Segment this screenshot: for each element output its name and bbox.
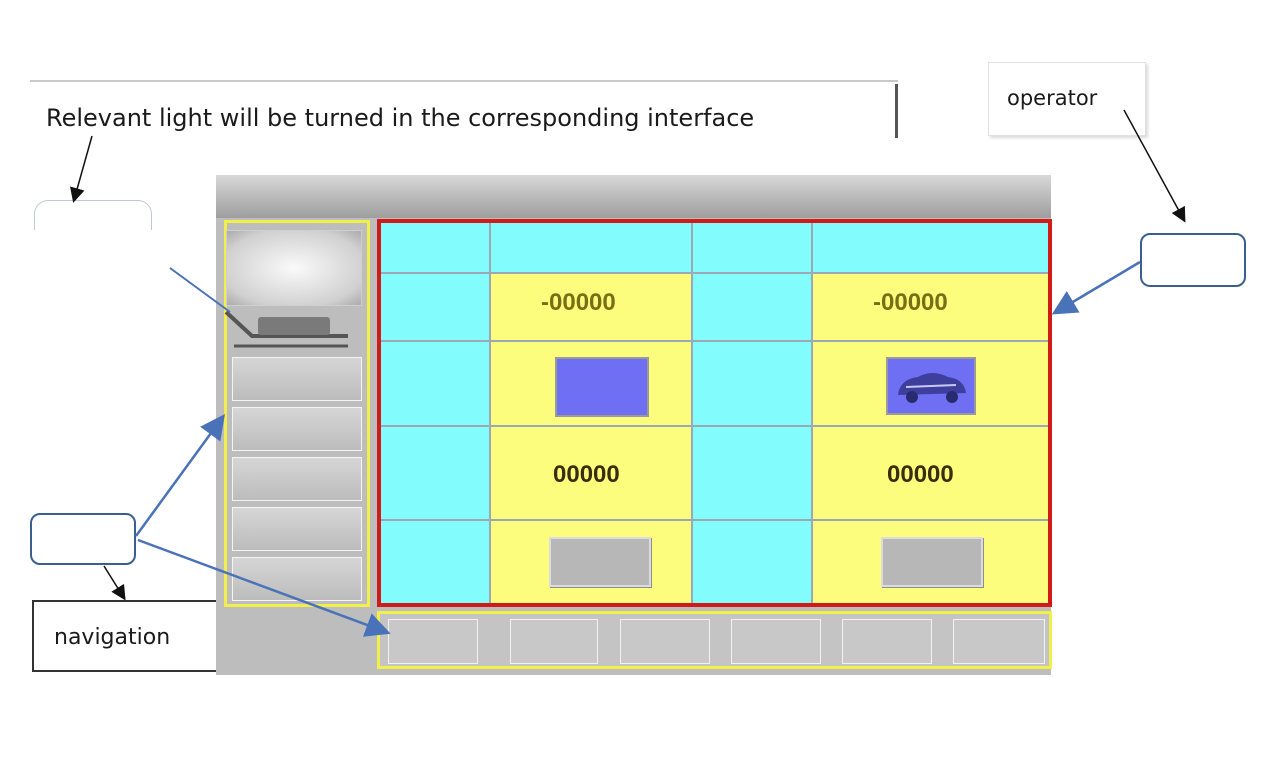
- blue-button-left[interactable]: [555, 357, 649, 417]
- blank-callout-right: [1140, 233, 1246, 287]
- left-cyan-column: [381, 273, 489, 603]
- arrow-bottom-bar: [137, 538, 391, 637]
- bottom-button-6[interactable]: [953, 619, 1045, 664]
- title-bar: [216, 175, 1051, 218]
- gray-button-right[interactable]: [881, 537, 983, 587]
- arrow-navigation: [103, 565, 126, 601]
- arrow-operator-area: [1051, 260, 1141, 315]
- nav-button-1[interactable]: [232, 357, 362, 401]
- nav-button-5[interactable]: [232, 557, 362, 601]
- blank-callout-top: [34, 200, 152, 230]
- grid-line: [381, 425, 1048, 427]
- arrow-caption: [70, 135, 93, 203]
- arrow-logo: [169, 267, 231, 313]
- operator-label: operator: [1007, 86, 1098, 110]
- car-icon: [898, 373, 966, 403]
- grid-line: [691, 223, 693, 603]
- laptop-icon[interactable]: [226, 230, 362, 306]
- grid-line: [811, 223, 813, 603]
- bottom-button-bar: [377, 611, 1052, 669]
- nav-button-4[interactable]: [232, 507, 362, 551]
- header-row: [381, 223, 1048, 273]
- nav-button-3[interactable]: [232, 457, 362, 501]
- caption-text: Relevant light will be turned in the cor…: [46, 104, 755, 132]
- caption-edge: [895, 84, 898, 138]
- operator-callout: [988, 62, 1146, 136]
- bottom-button-2[interactable]: [510, 619, 598, 664]
- readout-left-top: -00000: [541, 289, 616, 316]
- laptop-base-icon: [224, 310, 348, 348]
- gray-button-left[interactable]: [549, 537, 651, 587]
- readout-right-top: -00000: [873, 289, 948, 316]
- nav-button-2[interactable]: [232, 407, 362, 451]
- middle-cyan-column: [691, 273, 811, 603]
- blank-callout-left: [30, 513, 136, 565]
- grid-line: [381, 272, 1048, 274]
- bottom-button-5[interactable]: [842, 619, 932, 664]
- grid-line: [381, 519, 1048, 521]
- navigation-label: navigation: [54, 625, 171, 650]
- grid-line: [381, 340, 1048, 342]
- navigation-callout: [32, 600, 230, 672]
- navigation-panel: [224, 220, 370, 607]
- readout-right-bottom: 00000: [887, 461, 954, 488]
- caption-rule: [30, 80, 898, 82]
- blue-button-right[interactable]: [886, 357, 976, 415]
- bottom-button-3[interactable]: [620, 619, 710, 664]
- readout-left-bottom: 00000: [553, 461, 620, 488]
- grid-line: [489, 223, 491, 603]
- bottom-button-1[interactable]: [388, 619, 478, 664]
- keyboard-icon: [258, 317, 330, 335]
- operator-area: -00000 -00000 00000 00000: [377, 219, 1052, 607]
- arrow-nav-panel: [134, 413, 225, 537]
- arrow-operator: [1123, 109, 1186, 223]
- bottom-button-4[interactable]: [731, 619, 821, 664]
